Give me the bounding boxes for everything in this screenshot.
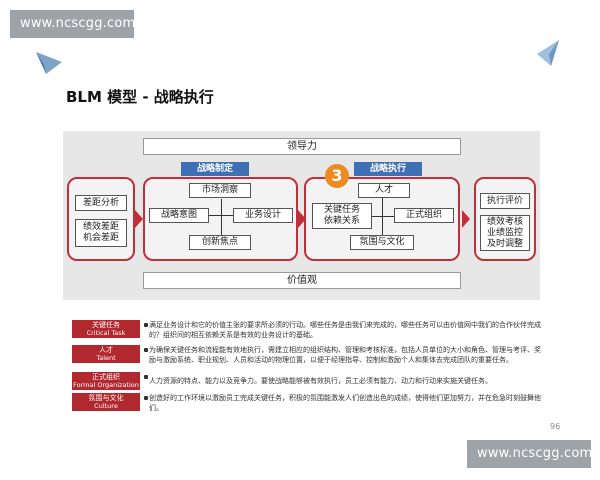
page-title: BLM 模型 - 战略执行 <box>66 88 214 106</box>
gap-types-box: 绩效差距 机会差距 <box>75 219 127 247</box>
strategic-intent-box: 战略意图 <box>149 208 209 223</box>
arrow-right-icon <box>462 210 470 228</box>
connector-line <box>346 216 420 217</box>
paper-plane-icon <box>36 52 62 74</box>
business-design-box: 业务设计 <box>233 208 293 223</box>
bullet-icon <box>144 396 148 400</box>
blm-diagram: 领导力 价值观 差距分析 绩效差距 机会差距 战略制定 市场洞察 战略意图 业务… <box>63 131 540 300</box>
strategy-formulation-panel: 市场洞察 战略意图 业务设计 创新焦点 <box>143 177 298 261</box>
arrow-right-icon <box>135 210 143 228</box>
legend-description: 人力资源的特点、能力以及竞争力。要使战略能够被有效执行，员工必须有能力、动力和行… <box>149 377 492 385</box>
execution-evaluation-box: 执行评价 <box>480 193 530 209</box>
legend-tag-cn: 人才 <box>99 346 113 354</box>
legend-tag: 正式组织 Formal Organization <box>72 372 140 390</box>
critical-task-box: 关键任务 依赖关系 <box>312 203 372 229</box>
bullet-icon <box>144 375 148 379</box>
legend-tag: 氛围与文化 Culture <box>72 393 140 411</box>
leadership-bar: 领导力 <box>143 138 461 155</box>
legend-tag-en: Culture <box>94 402 118 410</box>
strategy-execution-header: 战略执行 <box>354 162 422 176</box>
page-number: 96 <box>550 422 561 431</box>
step-number-badge: 3 <box>325 164 349 188</box>
connector-line <box>221 199 222 243</box>
legend-description: 满足业务设计和它的价值主张的要求所必须的行动。哪些任务是由我们来完成的，哪些任务… <box>149 321 541 339</box>
values-bar: 价值观 <box>143 272 461 289</box>
paper-plane-icon <box>537 40 559 66</box>
bullet-icon <box>144 323 148 327</box>
legend-tag-cn: 氛围与文化 <box>88 394 124 402</box>
legend-tag-cn: 关键任务 <box>92 321 120 329</box>
culture-box: 氛围与文化 <box>350 235 414 250</box>
gap-panel: 差距分析 绩效差距 机会差距 <box>67 177 135 261</box>
gap-analysis-box: 差距分析 <box>75 195 127 211</box>
evaluation-panel: 执行评价 绩效考核 业绩监控 及时调整 <box>474 177 536 261</box>
legend-description: 创造好的工作环境以激励员工完成关键任务，积极的氛围能激发人们创造出色的成绩，使得… <box>149 394 541 412</box>
innovation-focus-box: 创新焦点 <box>189 235 251 250</box>
legend-tag-en: Critical Task <box>86 329 126 337</box>
legend-tag: 人才 Talent <box>72 345 140 363</box>
bullet-icon <box>144 348 148 352</box>
performance-review-box: 绩效考核 业绩监控 及时调整 <box>480 215 530 251</box>
watermark-bottom: www.ncscgg.com <box>467 440 592 468</box>
strategy-formulation-header: 战略制定 <box>181 162 249 176</box>
watermark-top: www.ncscgg.com <box>10 10 135 38</box>
formal-organization-box: 正式组织 <box>394 208 454 223</box>
market-insight-box: 市场洞察 <box>189 183 251 198</box>
legend-tag-en: Formal Organization <box>73 381 139 389</box>
legend-tag-en: Talent <box>96 354 116 362</box>
legend-tag: 关键任务 Critical Task <box>72 320 140 338</box>
talent-box: 人才 <box>358 183 410 198</box>
arrow-right-icon <box>298 210 306 228</box>
connector-line <box>185 215 259 216</box>
connector-line <box>382 197 383 243</box>
strategy-execution-panel: 人才 关键任务 依赖关系 正式组织 氛围与文化 <box>304 177 460 261</box>
legend-tag-cn: 正式组织 <box>92 373 120 381</box>
legend-description: 为确保关键任务和流程能有效地执行，需建立相应的组织结构、管理和考核标准，包括人员… <box>149 346 541 364</box>
